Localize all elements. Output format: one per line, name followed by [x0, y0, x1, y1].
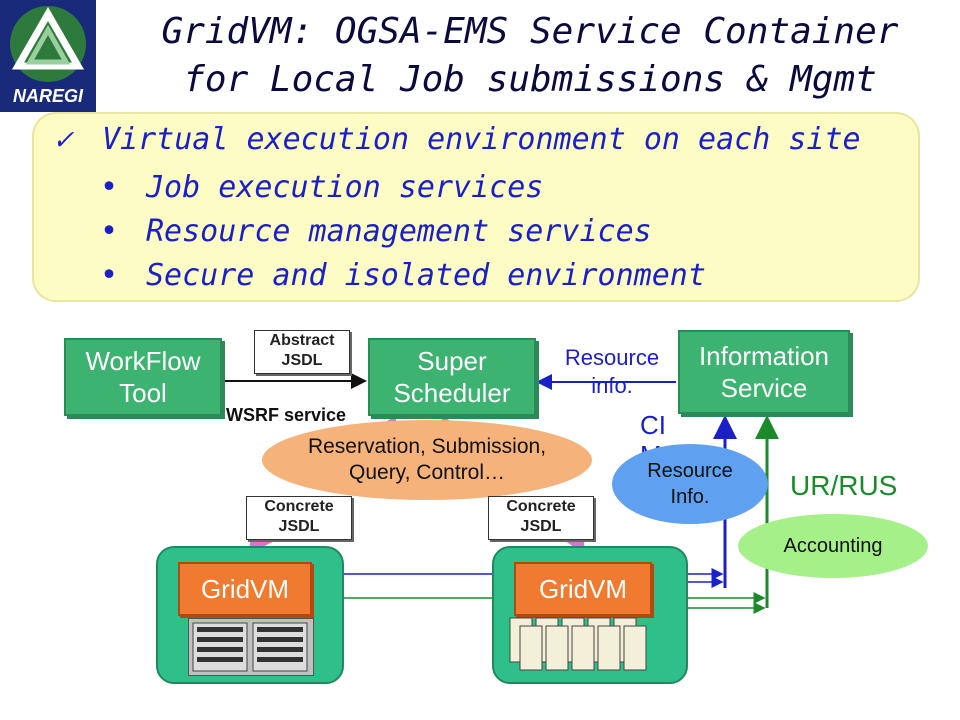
resource-info-ellipse-text: Resource Info. — [647, 460, 733, 508]
gridvm-right: GridVM — [514, 562, 652, 616]
resource-info-ellipse: Resource Info. — [612, 444, 768, 524]
accounting-text: Accounting — [783, 534, 883, 557]
title-line-2: for Local Job submissions & Mgmt — [183, 59, 877, 100]
bullet-dot-1: • — [100, 170, 119, 205]
title-line-1: GridVM: OGSA-EMS Service Container — [161, 11, 899, 52]
ur-rus-label: UR/RUS — [790, 470, 898, 501]
reservation-text: Reservation, Submission, Query, Control… — [307, 435, 547, 484]
bullet-dot-2: • — [100, 214, 119, 249]
page-title: GridVM: OGSA-EMS Service Container for L… — [100, 8, 960, 104]
naregi-logo: NAREGI — [0, 0, 96, 112]
checkmark-icon: ✓ — [54, 122, 73, 157]
bullet-dot-3: • — [100, 258, 119, 293]
bullet-main: Virtual execution environment on each si… — [102, 122, 861, 157]
left-server-rack — [188, 618, 314, 676]
gridvm-left: GridVM — [178, 562, 312, 616]
abstract-jsdl-doc: Abstract JSDL — [254, 330, 350, 374]
bullet-item-3: Secure and isolated environment — [146, 258, 706, 293]
reservation-ellipse: Reservation, Submission, Query, Control… — [262, 420, 592, 500]
resource-info-label: Resource info. — [564, 345, 660, 398]
bullet-item-2: Resource management services — [146, 214, 652, 249]
accounting-ellipse: Accounting — [738, 514, 928, 578]
concrete-jsdl-left-doc: Concrete JSDL — [246, 496, 352, 540]
right-server-farm — [508, 614, 658, 674]
workflow-tool-box: WorkFlow Tool — [64, 338, 222, 416]
concrete-jsdl-right-doc: Concrete JSDL — [488, 496, 594, 540]
logo-emblem-icon — [0, 0, 96, 112]
bullet-panel: ✓ Virtual execution environment on each … — [32, 112, 920, 302]
wsrf-service-label: WSRF service — [226, 405, 347, 425]
server-farm-icon — [509, 617, 647, 671]
bullet-item-1: Job execution services — [146, 170, 544, 205]
super-scheduler-box: Super Scheduler — [368, 338, 536, 416]
information-service-box: Information Service — [678, 330, 850, 414]
logo-text: NAREGI — [12, 86, 83, 106]
server-rack-icon — [192, 622, 308, 672]
